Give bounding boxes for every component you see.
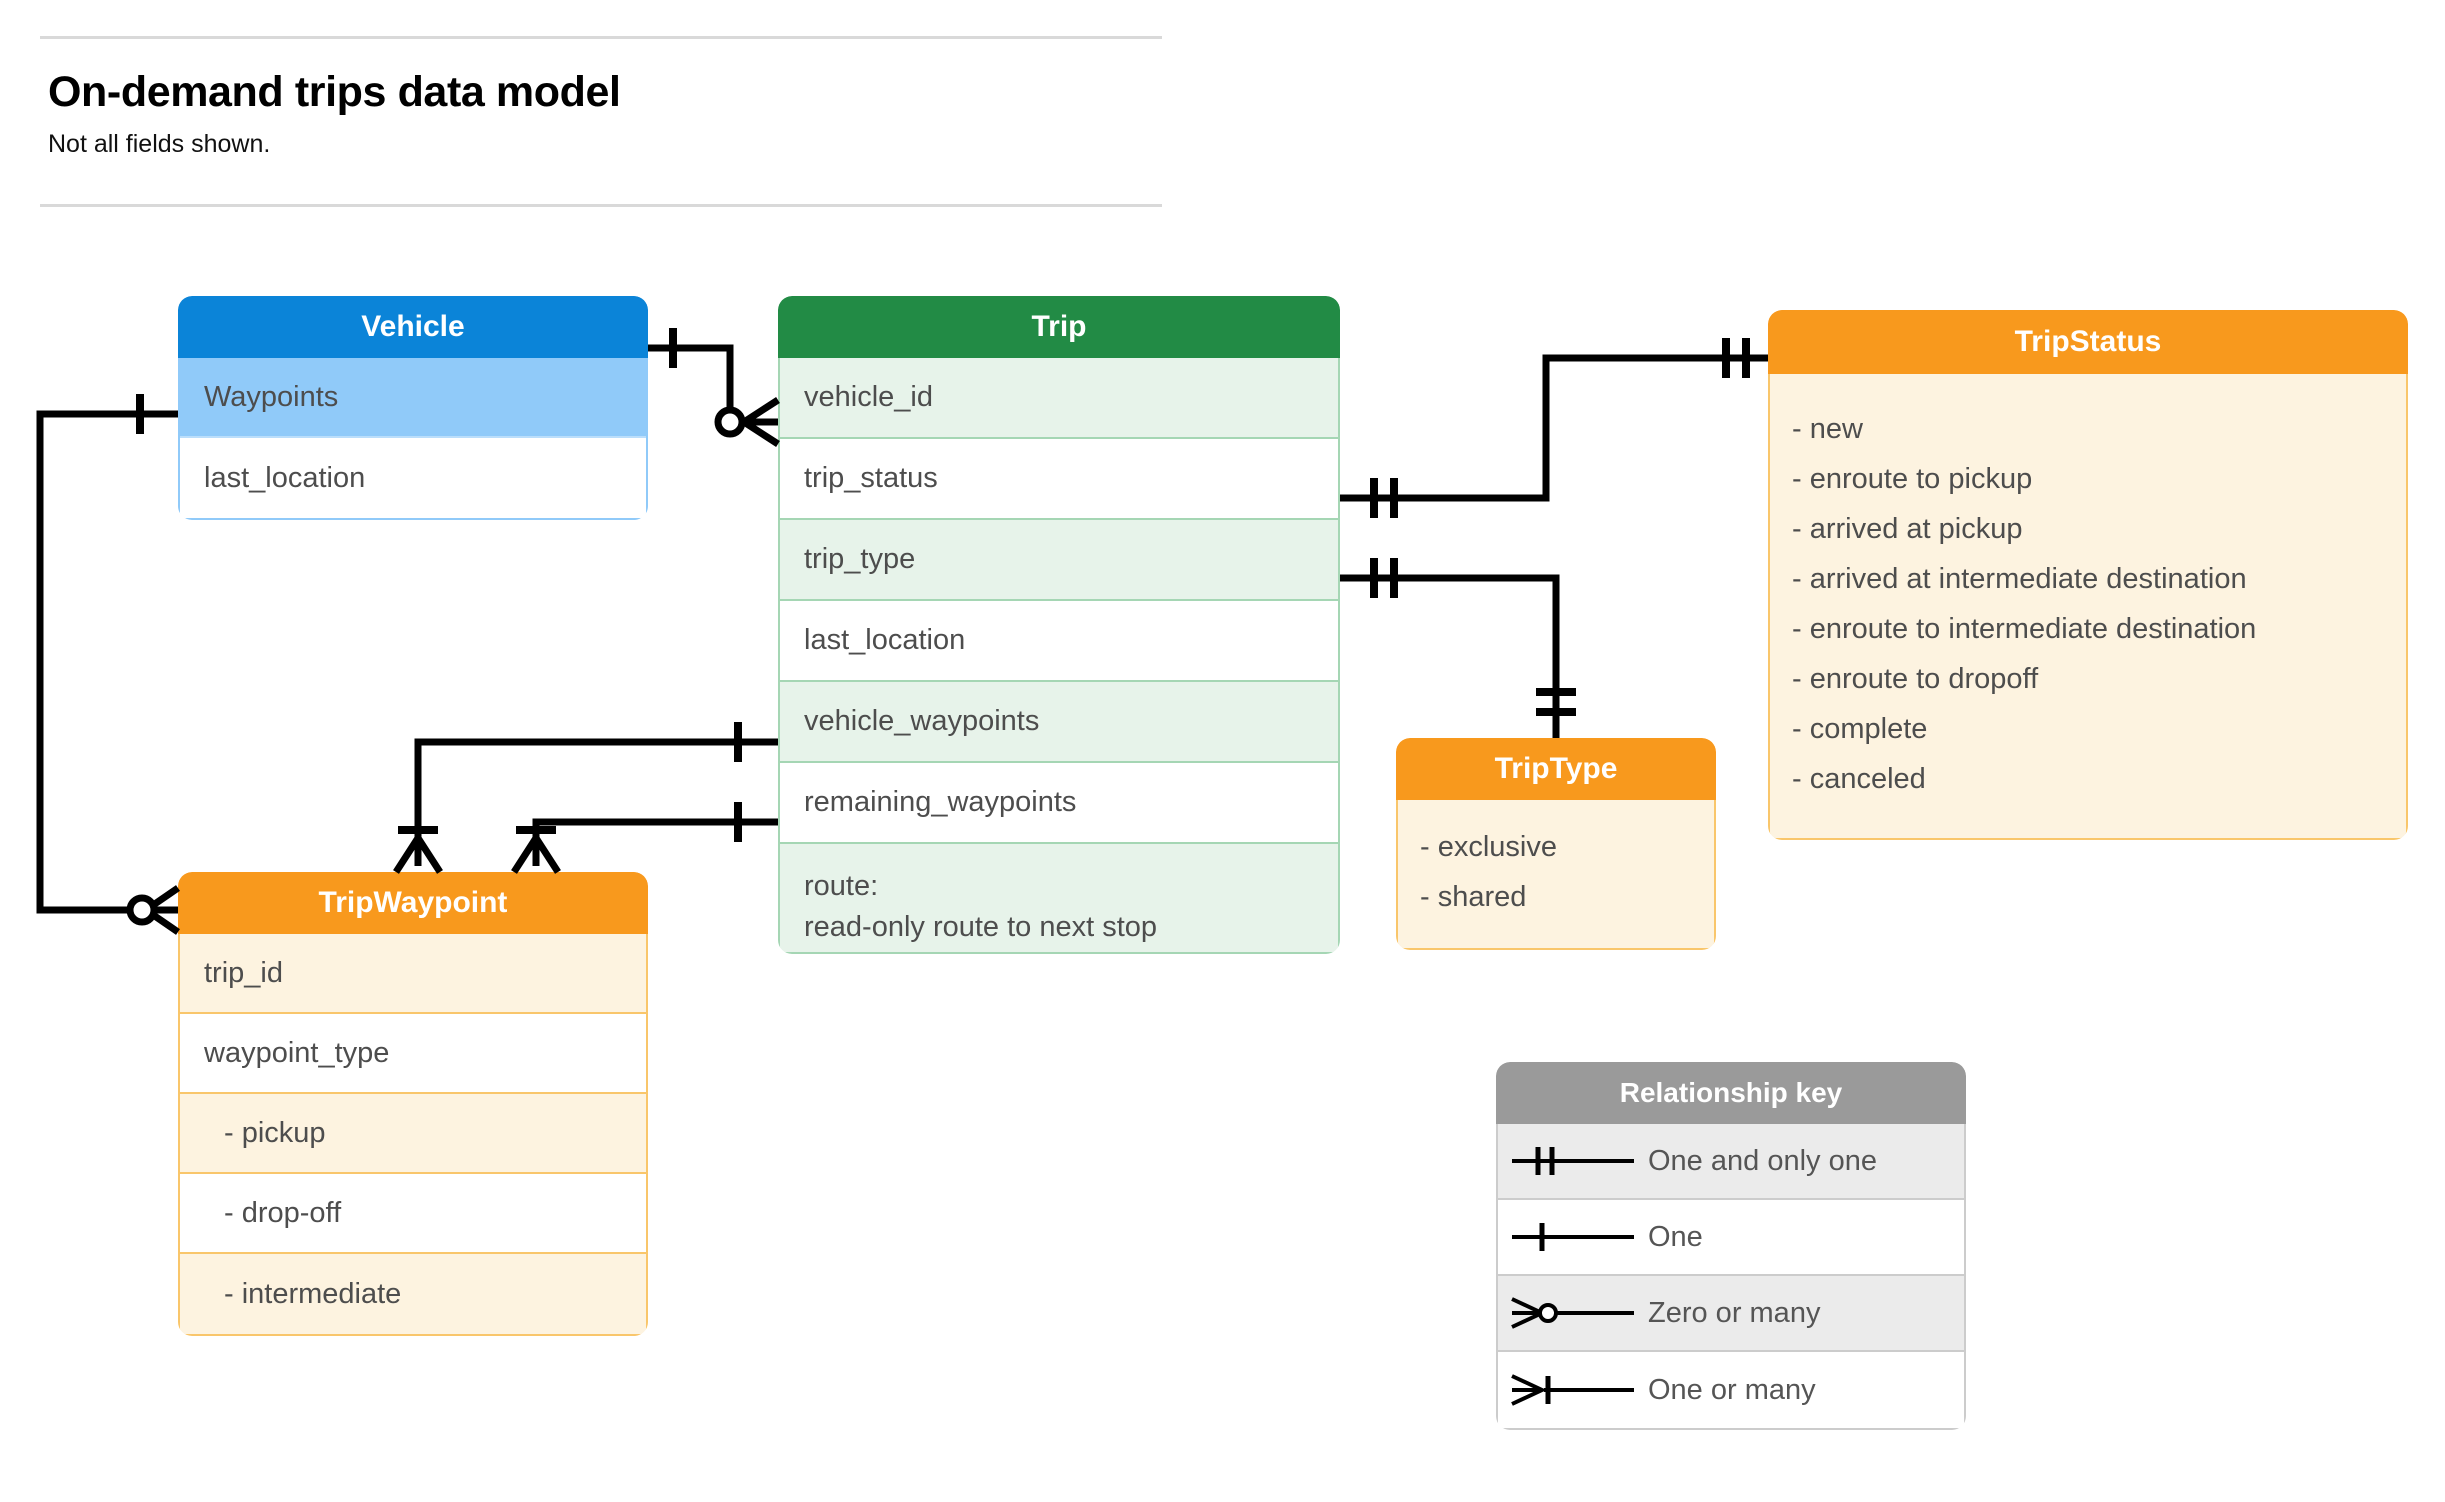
page-subtitle: Not all fields shown.: [48, 130, 271, 158]
connector-vehicle-waypoints-to-tripwaypoint: [414, 738, 778, 866]
field-trip-remaining-waypoints[interactable]: remaining_waypoints: [780, 763, 1338, 844]
entity-trip-status[interactable]: TripStatus - new - enroute to pickup - a…: [1768, 310, 2408, 840]
entity-trip-waypoint-fields: trip_id waypoint_type - pickup - drop-of…: [178, 934, 648, 1336]
field-vehicle-last-location[interactable]: last_location: [180, 438, 646, 518]
field-trip-trip-type[interactable]: trip_type: [780, 520, 1338, 601]
field-trip-vehicle-waypoints[interactable]: vehicle_waypoints: [780, 682, 1338, 763]
trip-type-value: - shared: [1420, 881, 1527, 913]
relationship-key-rows: One and only one One: [1496, 1124, 1966, 1430]
header-divider-top: [40, 36, 1162, 39]
field-trip-route-note: read-only route to next stop: [804, 911, 1158, 944]
waypoint-type-value-drop-off: - drop-off: [180, 1174, 646, 1254]
relationship-key-title: Relationship key: [1496, 1062, 1966, 1124]
waypoint-type-value-intermediate: - intermediate: [180, 1254, 646, 1334]
relationship-key-legend: Relationship key One and only one: [1496, 1062, 1966, 1430]
entity-trip-waypoint-title: TripWaypoint: [178, 872, 648, 934]
legend-row-zero-or-many: Zero or many: [1498, 1276, 1964, 1352]
legend-row-one-and-only-one: One and only one: [1498, 1124, 1964, 1200]
field-trip-route-label: route:: [804, 870, 879, 902]
waypoint-type-value-pickup: - pickup: [180, 1094, 646, 1174]
entity-trip-type[interactable]: TripType - exclusive - shared: [1396, 738, 1716, 950]
connector-trip-to-tripstatus: [1340, 354, 1768, 502]
field-trip-trip-status[interactable]: trip_status: [780, 439, 1338, 520]
legend-row-one-or-many: One or many: [1498, 1352, 1964, 1428]
field-vehicle-waypoints[interactable]: Waypoints: [180, 358, 646, 438]
connector-trip-to-triptype: [1340, 574, 1560, 738]
legend-label: One or many: [1648, 1373, 1816, 1406]
connector-vehicle-waypoints-field-to-tripwaypoint: [36, 410, 178, 914]
entity-trip-status-title: TripStatus: [1768, 310, 2408, 374]
entity-trip-title: Trip: [778, 296, 1340, 358]
entity-trip-type-values: - exclusive - shared: [1396, 800, 1716, 950]
entity-vehicle-title: Vehicle: [178, 296, 648, 358]
legend-label: Zero or many: [1648, 1296, 1821, 1329]
entity-trip-status-values: - new - enroute to pickup - arrived at p…: [1768, 374, 2408, 840]
legend-row-one: One: [1498, 1200, 1964, 1276]
trip-status-value: - complete: [1792, 713, 1928, 745]
entity-trip[interactable]: Trip vehicle_id trip_status trip_type la…: [778, 296, 1340, 954]
trip-status-value: - enroute to intermediate destination: [1792, 613, 2257, 645]
zero-or-many-icon: [1498, 1293, 1648, 1333]
one-icon: [1498, 1217, 1648, 1257]
connector-vehicle-to-trip: [648, 344, 734, 422]
field-trip-vehicle-id[interactable]: vehicle_id: [780, 358, 1338, 439]
trip-status-value: - enroute to pickup: [1792, 463, 2033, 495]
trip-type-value: - exclusive: [1420, 831, 1557, 863]
connector-remaining-waypoints-to-tripwaypoint: [532, 818, 778, 866]
trip-status-value: - arrived at intermediate destination: [1792, 563, 2247, 595]
legend-label: One: [1648, 1220, 1703, 1253]
page-title: On-demand trips data model: [48, 68, 621, 116]
entity-vehicle[interactable]: Vehicle Waypoints last_location: [178, 296, 648, 520]
header-divider-bottom: [40, 204, 1162, 207]
legend-label: One and only one: [1648, 1144, 1877, 1177]
entity-trip-fields: vehicle_id trip_status trip_type last_lo…: [778, 358, 1340, 954]
trip-status-value: - canceled: [1792, 763, 1926, 795]
field-trip-waypoint-waypoint-type[interactable]: waypoint_type: [180, 1014, 646, 1094]
field-trip-waypoint-trip-id[interactable]: trip_id: [180, 934, 646, 1014]
entity-trip-type-title: TripType: [1396, 738, 1716, 800]
trip-status-value: - arrived at pickup: [1792, 513, 2023, 545]
field-trip-route[interactable]: route: read-only route to next stop: [780, 844, 1338, 952]
entity-vehicle-fields: Waypoints last_location: [178, 358, 648, 520]
trip-status-value: - new: [1792, 413, 1863, 445]
one-or-many-icon: [1498, 1370, 1648, 1410]
field-trip-last-location[interactable]: last_location: [780, 601, 1338, 682]
entity-trip-waypoint[interactable]: TripWaypoint trip_id waypoint_type - pic…: [178, 872, 648, 1336]
trip-status-value: - enroute to dropoff: [1792, 663, 2039, 695]
one-and-only-one-icon: [1498, 1141, 1648, 1181]
